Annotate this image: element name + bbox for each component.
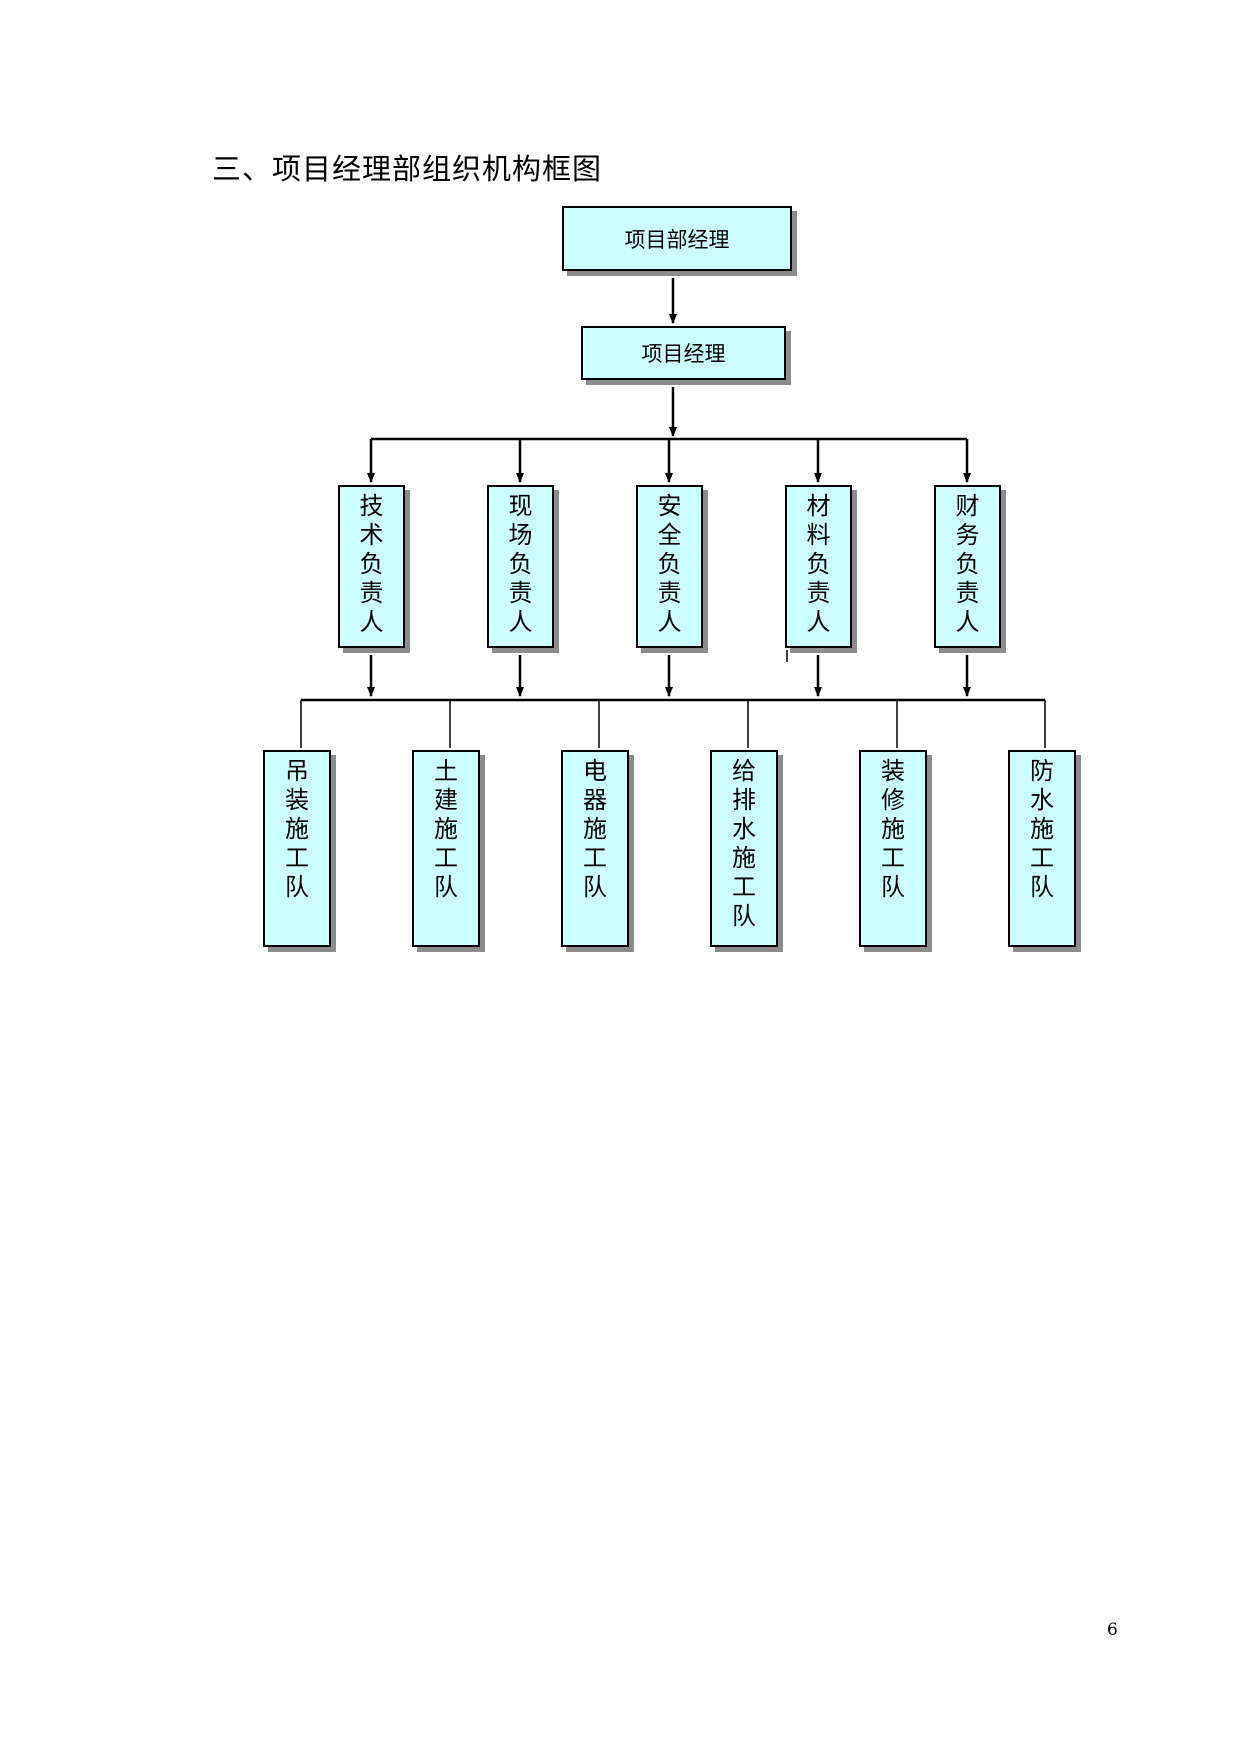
manager-label: 现场负责人: [508, 492, 533, 636]
team-label: 装修施工队: [880, 757, 905, 901]
team-box-waterproofing: 防水施工队: [1008, 750, 1076, 947]
manager-label: 财务负责人: [955, 492, 980, 636]
page-number: 6: [1107, 1620, 1118, 1640]
manager-box-site: 现场负责人: [487, 485, 554, 648]
team-box-electrical: 电器施工队: [561, 750, 629, 947]
manager-label: 材料负责人: [806, 492, 831, 636]
manager-box-safety: 安全负责人: [636, 485, 703, 648]
team-box-decoration: 装修施工队: [859, 750, 927, 947]
project-department-manager-box: 项目部经理: [562, 206, 792, 271]
team-box-civil: 土建施工队: [412, 750, 480, 947]
team-box-plumbing: 给排水施工队: [710, 750, 778, 947]
project-manager-box: 项目经理: [581, 326, 786, 380]
project-department-manager-label: 项目部经理: [624, 227, 730, 252]
manager-box-finance: 财务负责人: [934, 485, 1001, 648]
page-title: 三、项目经理部组织机构框图: [212, 152, 603, 186]
team-label: 土建施工队: [433, 757, 458, 901]
team-label: 防水施工队: [1029, 757, 1054, 901]
team-label: 电器施工队: [582, 757, 607, 901]
manager-box-materials: 材料负责人: [785, 485, 852, 648]
manager-label: 技术负责人: [359, 492, 384, 636]
team-label: 吊装施工队: [284, 757, 309, 901]
manager-label: 安全负责人: [657, 492, 682, 636]
team-box-lifting: 吊装施工队: [263, 750, 331, 947]
project-manager-label: 项目经理: [641, 342, 726, 366]
team-label: 给排水施工队: [731, 757, 756, 930]
manager-box-technical: 技术负责人: [338, 485, 405, 648]
